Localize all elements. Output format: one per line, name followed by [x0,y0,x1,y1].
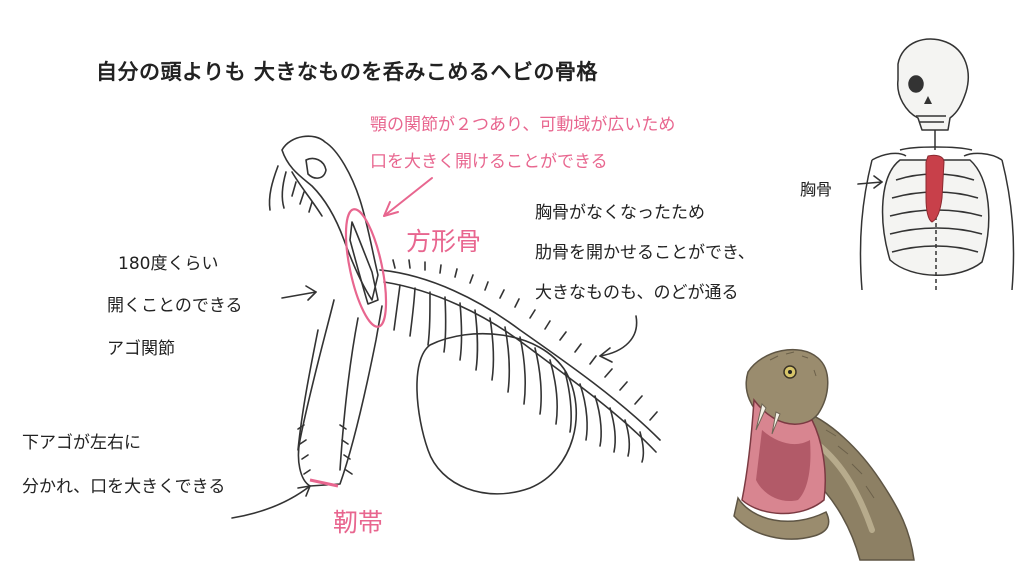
split-jaw-note-line2: 分かれ、口を大きくできる [22,477,226,497]
page-title: 自分の頭よりも 大きなものを呑みこめるヘビの骨格 [96,60,598,84]
sternum-label: 胸骨 [800,180,833,199]
jaw-hinge-note-line3: アゴ関節 [107,339,175,359]
arrow-icon [599,315,638,363]
rib-note-line3: 大きなものも、のどが通る [535,283,739,303]
snake-photo-illustration [733,348,915,561]
human-skeleton [859,38,1015,291]
ligament-highlight [309,478,339,488]
rib-note-line2: 肋骨を開かせることができ、 [535,243,755,263]
split-jaw-note-line1: 下アゴが左右に [22,433,141,453]
ligament-label: 靭帯 [333,508,384,537]
arrow-icon [281,285,317,301]
jaw-hinge-note-line2: 開くことのできる [107,296,243,316]
jaw-hinge-note-line1: 180度くらい [118,254,219,274]
sternum-highlight [925,154,945,223]
jaw-joint-note-line1: 顎の関節が２つあり、可動域が広いため [370,115,676,135]
arrow-icon [383,177,433,217]
quadrate-bone-label: 方形骨 [406,227,482,256]
rib-note-line1: 胸骨がなくなったため [535,203,705,223]
arrow-icon [857,175,883,189]
jaw-joint-note-line2: 口を大きく開けることができる [370,152,608,172]
snake-skeleton [268,135,661,495]
arrow-icon [231,485,311,519]
quadrate-highlight [344,208,388,328]
